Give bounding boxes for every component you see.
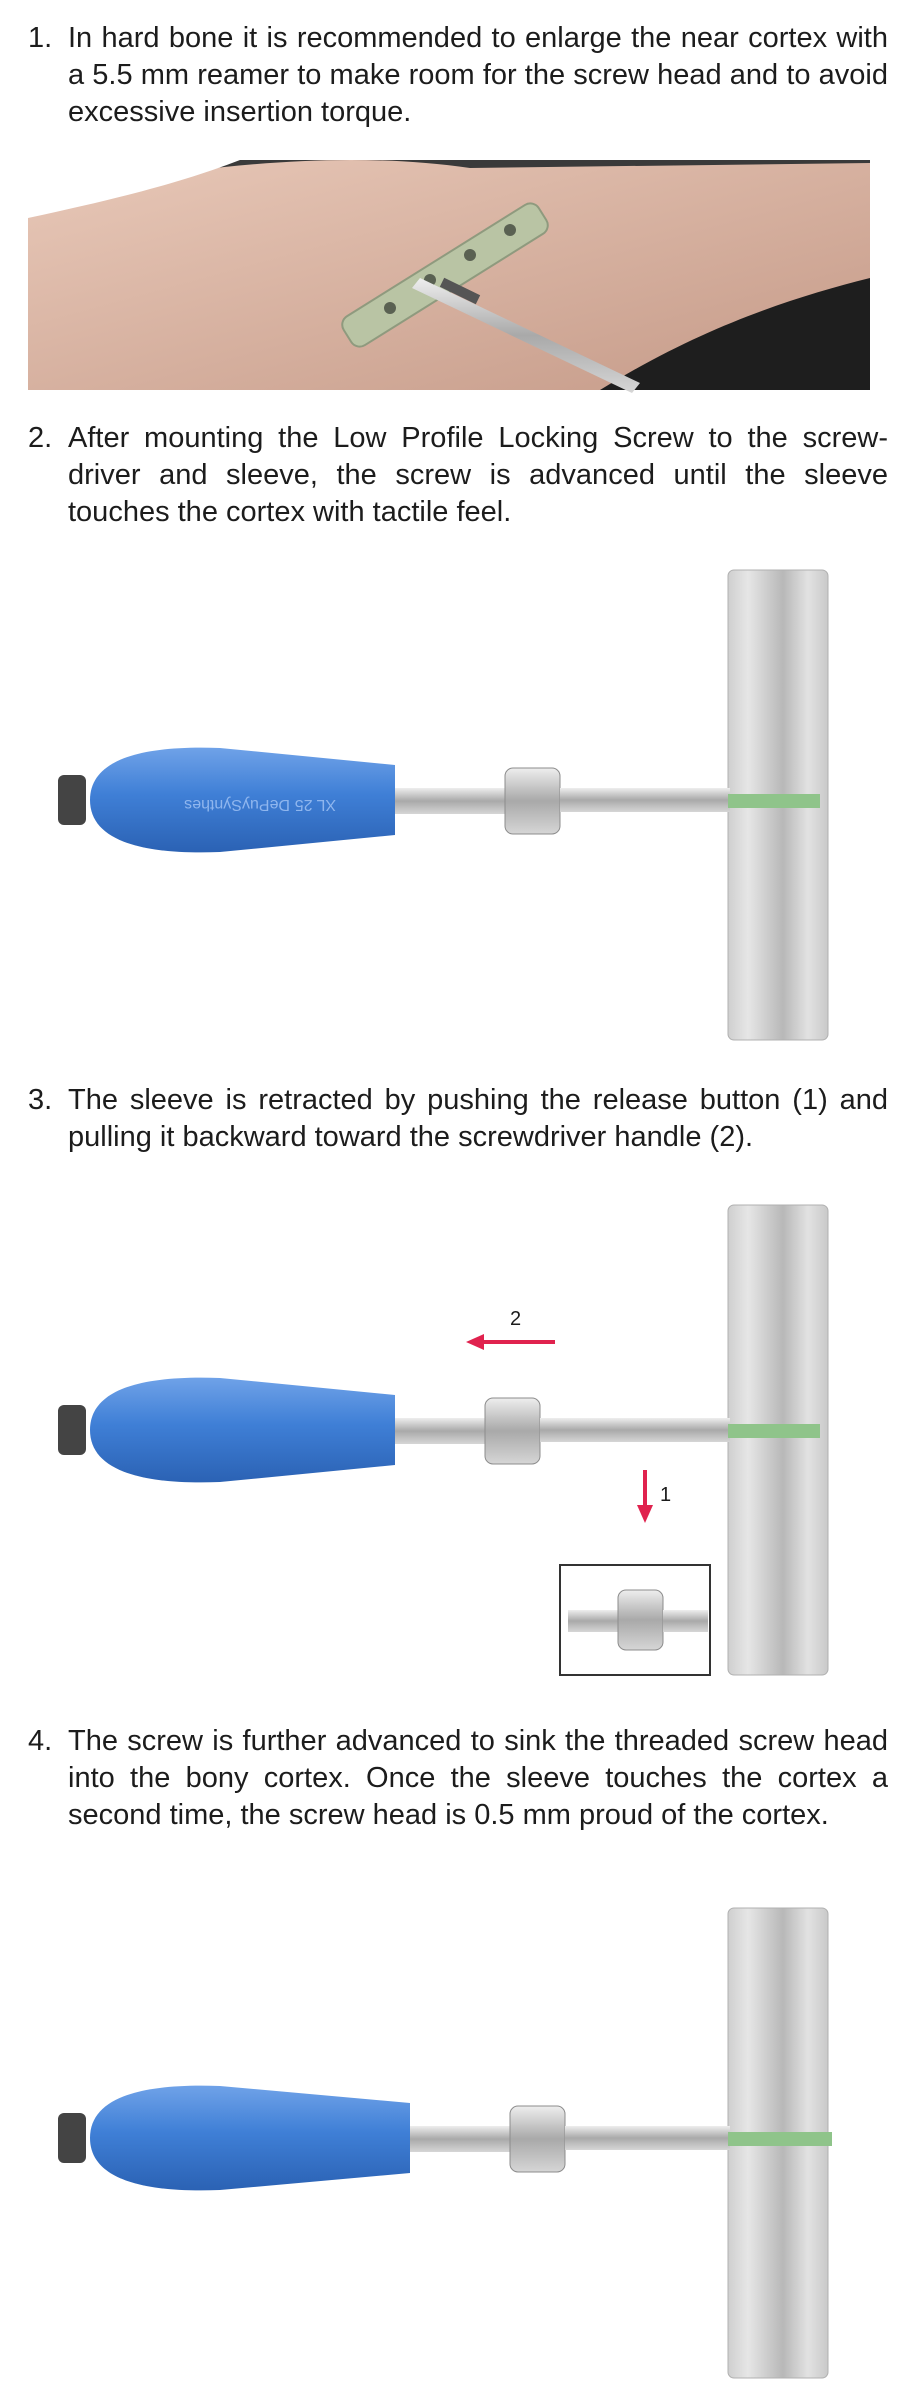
step-text: In hard bone it is recommended to enlarg… [68,22,888,128]
retract-label: 2 [510,1308,521,1330]
reamer-icon [412,277,640,393]
step-number: 3. [28,1084,53,1116]
screwdriver-icon: DePuySynthes XL 25 [58,747,820,853]
step-2: 2. After mounting the Low Profile Lockin… [28,420,888,531]
step-text: After mounting the Low Profile Locking S… [68,422,888,528]
step-1: 1. In hard bone it is recommended to enl… [28,20,888,131]
screwdriver-figure-sink [58,1907,832,2379]
retract-arrow: 2 [466,1308,555,1350]
screwdriver-figure-retract: 2 1 [58,1204,829,1676]
screwdriver-figure-advance: DePuySynthes XL 25 [58,569,829,1041]
step-text: The sleeve is retracted by pushing the r… [68,1084,888,1153]
step-3: 3. The sleeve is retracted by pushing th… [28,1082,888,1156]
release-arrow: 1 [637,1470,671,1523]
reamer-figure [28,159,870,393]
step-number: 4. [28,1725,53,1757]
release-button-inset [559,1564,711,1676]
handle-model: XL 25 [295,796,336,813]
step-number: 2. [28,422,53,454]
step-4: 4. The screw is further advanced to sink… [28,1723,888,1834]
step-number: 1. [28,22,53,54]
step-text: The screw is further advanced to sink th… [68,1725,888,1831]
handle-label: DePuySynthes [184,796,290,813]
release-label: 1 [660,1484,671,1506]
